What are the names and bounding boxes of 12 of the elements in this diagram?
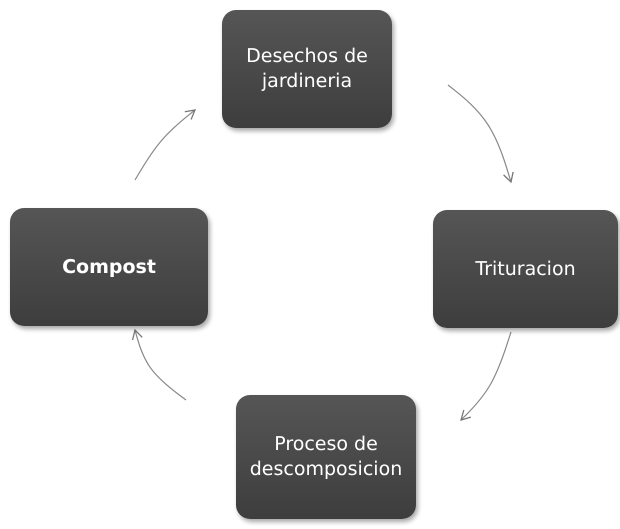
curved-arrow: [134, 109, 196, 180]
box-label: Proceso de descomposicion: [248, 432, 404, 482]
curved-arrow: [448, 84, 514, 183]
process-box: [10, 208, 208, 326]
box-label: Trituracion: [474, 256, 577, 282]
box-label: Desechos de jardineria: [245, 44, 369, 94]
process-box: [236, 395, 416, 519]
process-box: [433, 210, 618, 328]
process-box: [222, 10, 392, 128]
curved-arrow: [132, 329, 186, 400]
curved-arrow: [460, 332, 512, 421]
box-label: Compost: [61, 254, 157, 280]
